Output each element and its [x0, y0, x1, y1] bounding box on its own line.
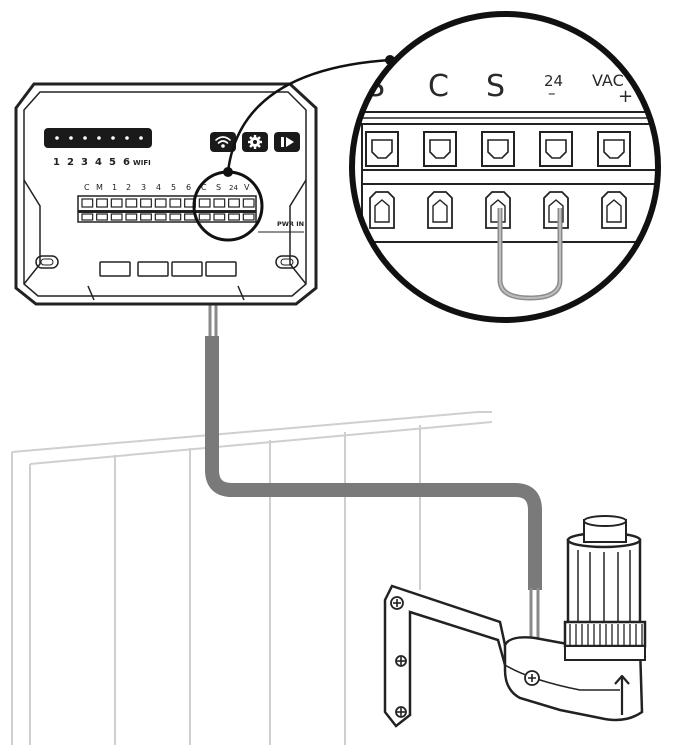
terminal-label-c: C: [84, 183, 90, 192]
zoom-terminal-screw: [481, 131, 515, 167]
terminal-screw: [198, 198, 211, 208]
sensor-cap: [563, 515, 647, 661]
zone-number-5: 5: [109, 157, 116, 168]
terminal-slot: [110, 213, 123, 221]
zoom-screw-head: [603, 139, 625, 159]
up-arrow-icon: [614, 674, 630, 715]
zoom-terminal-clamp: [427, 191, 453, 229]
terminal-screw: [242, 198, 255, 208]
wire-knockouts: [99, 261, 237, 277]
zoom-label-s: S: [486, 69, 505, 104]
terminal-slot: [81, 213, 94, 221]
terminal-label-2: 2: [126, 183, 131, 192]
terminal-label-5: 5: [171, 183, 176, 192]
zoom-label-vac: VAC: [592, 71, 624, 90]
terminal-label-1: 1: [112, 183, 117, 192]
controller-unit: 1 2 3 4 5 6 WIFI: [14, 82, 318, 306]
zoom-terminal-screw: [365, 131, 399, 167]
mount-slot-right: [275, 255, 299, 269]
terminal-label-4: 4: [156, 183, 161, 192]
terminal-slot: [154, 213, 167, 221]
zoom-screw-head: [487, 139, 509, 159]
zoom-label-24-polarity: –: [548, 84, 556, 102]
zoom-clamp-opening: [374, 199, 390, 223]
terminal-label-s: S: [216, 183, 221, 192]
terminal-screw: [96, 198, 108, 208]
zoom-screw-head: [429, 139, 451, 159]
terminal-label-v: V: [244, 183, 250, 192]
terminal-label-3: 3: [141, 183, 146, 192]
zoom-screw-head: [545, 139, 567, 159]
terminal-screw: [81, 198, 94, 208]
terminal-screw: [125, 198, 138, 208]
zone-number-1: 1: [53, 157, 60, 168]
terminal-screw: [228, 198, 240, 208]
zone-number-2: 2: [67, 157, 74, 168]
gear-icon: [248, 135, 262, 149]
wifi-label: WIFI: [133, 159, 151, 167]
zone-number-6: 6: [123, 157, 130, 168]
zoom-label-vac-polarity: +: [618, 86, 633, 107]
zoom-detail: S C S 24 – VAC +: [349, 11, 661, 323]
terminal-slot: [125, 213, 138, 221]
terminal-slot: [140, 213, 152, 221]
terminal-strip: [77, 195, 257, 223]
zone-number-3: 3: [81, 157, 88, 168]
terminal-slot: [228, 213, 240, 221]
power-in-label: PWR IN: [277, 220, 304, 228]
wifi-button[interactable]: [210, 132, 236, 152]
terminal-slot: [96, 213, 108, 221]
terminal-screw: [154, 198, 167, 208]
terminal-label-c2: C: [201, 183, 207, 192]
wifi-icon: [215, 136, 231, 148]
zoom-terminal-screw: [597, 131, 631, 167]
play-icon: [281, 137, 294, 147]
terminal-screw: [140, 198, 152, 208]
fence: [11, 411, 493, 745]
zoom-terminal-screw: [423, 131, 457, 167]
rain-sensor: [383, 515, 647, 728]
terminal-slot: [213, 213, 226, 221]
zoom-screw-head: [371, 139, 393, 159]
terminal-screw: [169, 198, 182, 208]
terminal-slot: [242, 213, 255, 221]
terminal-slot: [169, 213, 182, 221]
zoom-clamp-opening: [490, 199, 506, 223]
fence-top-rail-1: [11, 411, 492, 453]
zoom-label-24: 24: [544, 72, 563, 90]
terminal-screw: [110, 198, 123, 208]
mount-slot-left: [35, 255, 59, 269]
terminal-screw: [213, 198, 226, 208]
zoom-terminal-screw: [539, 131, 573, 167]
zone-number-4: 4: [95, 157, 102, 168]
zoom-terminal-clamp: [601, 191, 627, 229]
settings-button[interactable]: [242, 132, 268, 152]
terminal-slot: [198, 213, 211, 221]
zoom-terminal-clamp: [369, 191, 395, 229]
run-button[interactable]: [274, 132, 300, 152]
terminal-label-m: M: [96, 183, 103, 192]
zoom-label-c: C: [428, 69, 449, 104]
zoom-clamp-opening: [606, 199, 622, 223]
zoom-clamp-opening: [432, 199, 448, 223]
terminal-label-24: 24: [229, 184, 238, 192]
terminal-label-6: 6: [186, 183, 191, 192]
fence-top-rail-2: [29, 421, 493, 465]
